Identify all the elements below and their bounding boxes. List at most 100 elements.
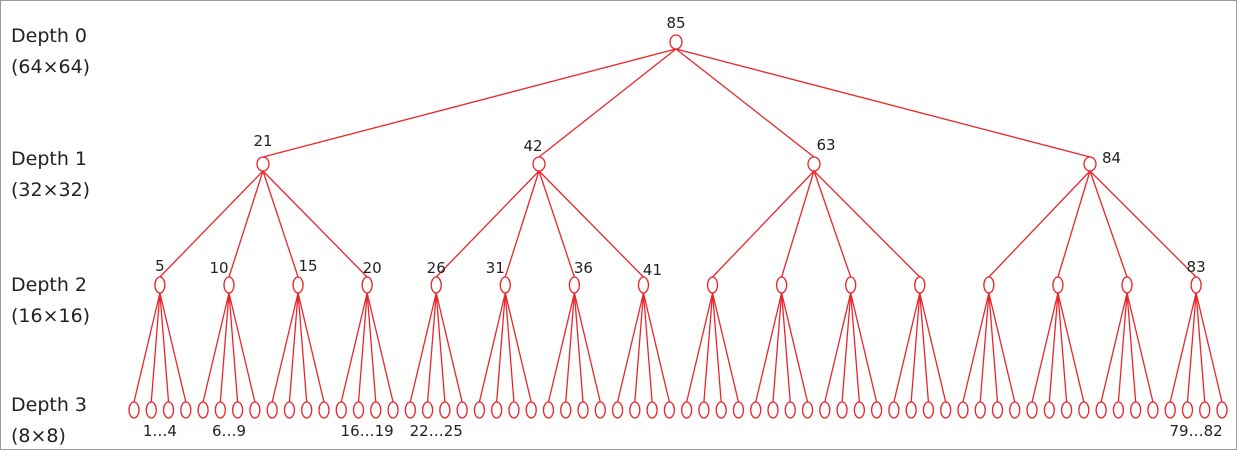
edge [496,292,506,403]
leaf-group-label: 6…9 [212,422,246,440]
depth-size: (8×8) [11,425,66,447]
edge [919,292,947,403]
leaf-node [819,401,831,419]
leaf-node [577,401,589,419]
leaf-group-label: 16…19 [341,422,394,440]
edge [565,292,576,403]
edge [478,292,506,403]
edge [150,292,161,403]
edge [159,292,187,403]
leaf-node [525,401,537,419]
edge [711,292,740,403]
edge [366,292,394,403]
depth1-node [256,156,270,172]
edge [1126,292,1154,403]
leaf-group-label: 79…82 [1170,422,1223,440]
leaf-node [870,401,883,419]
leaf-node [1216,401,1228,419]
edge [988,292,1016,403]
edge [538,170,576,278]
edge [893,292,921,403]
leaf-node [594,401,606,419]
depth2-node-label: 31 [486,259,505,277]
depth2-node-label: 26 [427,259,446,277]
leaf-node [750,401,762,419]
edge [979,292,990,403]
depth1-node [532,156,546,172]
leaf-node [1181,401,1194,419]
edge [262,48,677,158]
edge [538,48,677,158]
leaf-node [974,401,986,419]
edge [262,170,299,278]
edge [841,292,852,403]
depth-label-2: Depth 2 (16×16) [11,270,90,332]
edge [159,170,264,278]
depth2-node [292,276,304,294]
leaf-node [698,401,710,419]
leaf-node [991,401,1004,419]
leaf-node [266,401,278,419]
leaf-node [231,401,244,419]
depth2-node [499,276,511,294]
depth1-node [1083,156,1097,172]
edge [711,292,722,403]
depth1-node-label: 42 [523,137,542,155]
depth-size: (32×32) [11,179,91,201]
leaf-node [473,401,486,419]
edge [962,292,990,403]
edge [616,292,645,403]
leaf-node [680,401,693,419]
edge [1048,292,1059,403]
edge [850,292,878,403]
edge [271,292,299,403]
edge [988,170,1091,278]
depth-label-1: Depth 1 (32×32) [11,144,90,206]
edge [133,292,161,403]
leaf-node [663,401,676,419]
edge [642,292,653,403]
edge [772,292,783,403]
leaf-node [767,401,779,419]
depth-name: Depth 2 [11,274,87,296]
edge [357,292,368,403]
leaf-node [1078,401,1090,419]
edge [1195,292,1206,403]
edge [538,170,644,278]
root-node [669,34,683,50]
depth-name: Depth 3 [11,394,87,416]
depth2-node [983,276,995,294]
leaf-node [404,401,416,419]
edge [1186,292,1197,403]
leaf-node [1164,401,1176,419]
depth1-node-label: 84 [1102,149,1121,167]
edge [435,292,446,403]
depth1-node [807,156,821,172]
edge [228,292,256,403]
edge [1126,292,1137,403]
edge [1089,170,1197,278]
depth-size: (16×16) [11,305,91,327]
leaf-node [180,401,192,419]
leaf-node [162,401,175,419]
leaf-node [801,401,814,419]
depth1-node-label: 63 [816,136,835,154]
leaf-node [283,401,296,419]
leaf-node [542,401,555,419]
leaf-node [905,401,917,419]
edge [262,170,368,278]
leaf-node [1199,401,1211,419]
leaf-node [853,401,865,419]
depth2-node [361,276,373,294]
leaf-node [940,401,952,419]
leaf-node [1095,401,1107,419]
edge [780,292,809,403]
edge [1057,292,1085,403]
leaf-node [611,401,624,419]
depth2-node [1190,276,1202,294]
leaf-node [370,401,382,419]
edge [910,292,921,403]
leaf-node [888,401,900,419]
leaf-node [249,401,261,419]
